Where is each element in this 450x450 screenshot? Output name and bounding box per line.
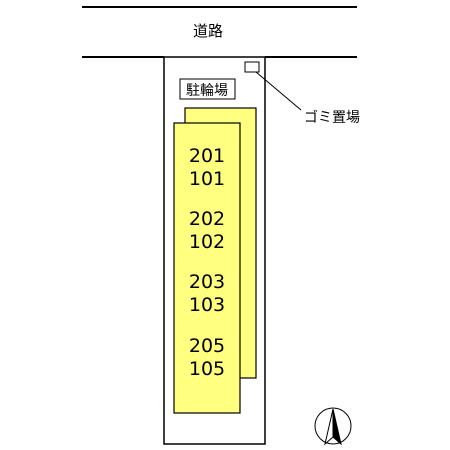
unit-103: 103 (189, 294, 225, 316)
unit-205: 205 (189, 335, 225, 357)
garbage-area (244, 61, 260, 73)
unit-201: 201 (189, 145, 225, 167)
unit-105: 105 (189, 358, 225, 380)
unit-101: 101 (189, 168, 225, 190)
garbage-label: ゴミ置場 (304, 109, 360, 126)
road-label: 道路 (193, 22, 223, 40)
unit-102: 102 (189, 231, 225, 253)
unit-203: 203 (189, 271, 225, 293)
bicycle-parking-label: 駐輪場 (186, 82, 228, 99)
bicycle-parking-box (179, 78, 236, 100)
building-front (173, 122, 241, 414)
garbage-leader-line (255, 71, 302, 111)
unit-202: 202 (189, 208, 225, 230)
north-arrow-icon (314, 407, 352, 446)
